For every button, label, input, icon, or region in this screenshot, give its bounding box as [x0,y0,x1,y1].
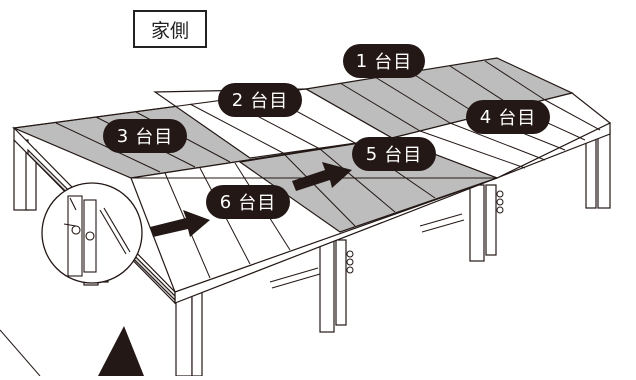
unit-suffix: 台目 [238,193,277,214]
unit-suffix: 台目 [498,108,537,129]
unit-number: 4 [479,106,493,128]
unit-number: 2 [231,89,245,111]
unit-number: 6 [219,191,233,213]
arrow-to-unit-5 [292,162,352,191]
house-side-label: 家側 [133,10,207,48]
unit-number: 1 [355,50,369,72]
unit-suffix: 台目 [250,91,289,112]
detail-callout-content [63,195,131,277]
callout-line [0,329,41,377]
arrow-to-unit-6 [150,210,210,237]
unit-suffix: 台目 [384,145,423,166]
unit-number: 3 [116,125,130,147]
bolt-details [269,190,504,289]
callout-pointer [98,326,144,376]
unit-number: 5 [365,143,379,165]
unit-suffix: 台目 [135,127,174,148]
unit-suffix: 台目 [374,52,413,73]
